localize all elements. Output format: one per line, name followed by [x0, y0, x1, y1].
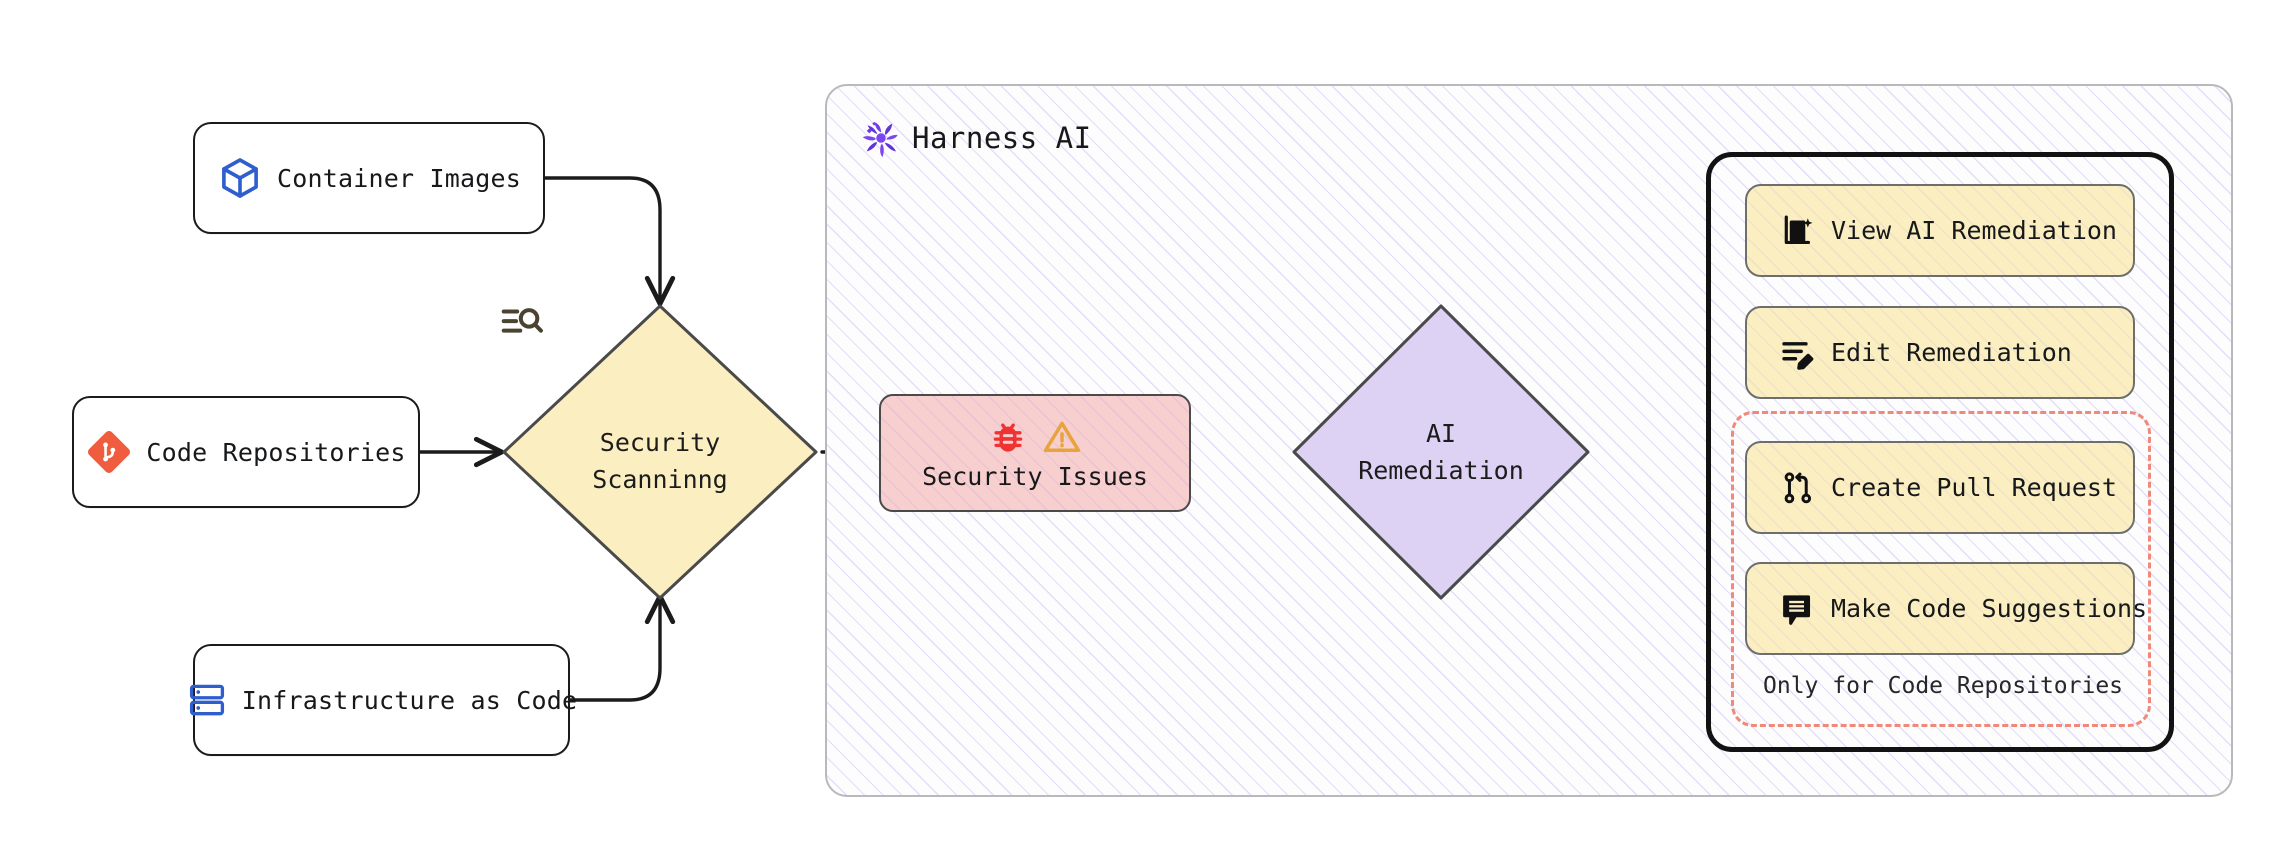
- node-label: Security Issues: [922, 461, 1148, 491]
- bug-icon: [987, 416, 1029, 458]
- harness-ai-title: Harness AI: [912, 121, 1092, 155]
- remediation-actions-panel: [1706, 152, 2174, 752]
- node-label: Container Images: [276, 163, 522, 193]
- node-security-issues[interactable]: Security Issues: [879, 394, 1191, 512]
- node-code-repositories[interactable]: Code Repositories: [72, 396, 420, 508]
- server-icon: [186, 679, 228, 721]
- node-container-images[interactable]: Container Images: [193, 122, 545, 234]
- git-repo-icon: [86, 429, 132, 475]
- harness-pinwheel-icon: [862, 119, 900, 157]
- pull-request-icon: [1779, 469, 1817, 507]
- ai-sparkle-doc-icon: [1779, 212, 1817, 250]
- action-make-code-suggestions[interactable]: Make Code Suggestions: [1745, 562, 2147, 655]
- code-repo-only-group: [1731, 411, 2151, 727]
- cube-icon: [217, 155, 263, 201]
- action-view-ai-remediation[interactable]: View AI Remediation: [1745, 184, 2135, 277]
- warning-triangle-icon: [1041, 416, 1083, 458]
- node-label: Code Repositories: [146, 437, 406, 467]
- node-infrastructure-as-code[interactable]: Infrastructure as Code: [189, 644, 577, 756]
- edge-container-to-scanning: [543, 176, 676, 307]
- edit-lines-pencil-icon: [1779, 334, 1817, 372]
- comment-lines-icon: [1779, 590, 1817, 628]
- node-security-scanning[interactable]: Security Scanninng: [498, 300, 822, 604]
- node-label: Infrastructure as Code: [241, 685, 578, 715]
- action-label: Edit Remediation: [1831, 338, 2072, 367]
- harness-ai-title-group: Harness AI: [862, 119, 1092, 157]
- action-label: Make Code Suggestions: [1831, 594, 2148, 623]
- node-ai-remediation[interactable]: AI Remediation: [1288, 300, 1594, 604]
- action-label: Create Pull Request: [1831, 473, 2117, 502]
- action-edit-remediation[interactable]: Edit Remediation: [1745, 306, 2135, 399]
- code-repo-only-note: Only for Code Repositories: [1763, 673, 2124, 699]
- action-label: View AI Remediation: [1831, 216, 2117, 245]
- action-create-pull-request[interactable]: Create Pull Request: [1745, 441, 2135, 534]
